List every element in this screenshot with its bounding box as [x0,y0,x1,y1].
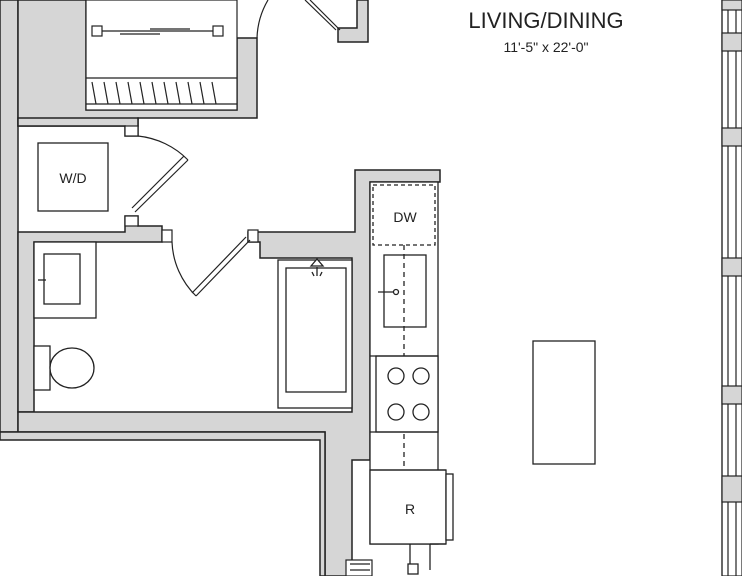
toilet-tank [33,345,51,391]
sink-basin [43,253,81,305]
window-wall [721,0,742,576]
top-closet [85,0,238,111]
shower-head-icon [309,258,325,267]
bottom-fragment [345,559,373,576]
bathroom-door [161,229,259,297]
bathroom [33,241,353,409]
room-name: LIVING/DINING [468,8,623,33]
entry-door [256,0,341,39]
walls [0,0,441,576]
dishwasher-label: DW [393,209,417,225]
top-right-wall [337,0,369,43]
toilet-bowl [49,347,95,389]
burner-icon [387,403,405,421]
dishwasher [372,184,436,246]
refrigerator-label: R [405,501,415,517]
hanger-hatch [91,81,217,105]
range [375,355,439,433]
kitchen-wall [17,169,441,576]
room-dimensions: 11'-5" x 22'-0" [503,39,588,55]
kitchen-sink [383,254,427,328]
burner-icon [412,403,430,421]
washer-dryer-label: W/D [59,170,86,186]
laundry-door [124,125,189,227]
burner-icon [387,367,405,385]
laundry-wall [17,117,139,137]
kitchen [369,181,454,575]
burner-icon [412,367,430,385]
left-exterior-wall [0,0,19,433]
dining-table [532,340,596,465]
laundry-area: W/D [37,142,109,212]
bottom-wall [0,431,326,576]
